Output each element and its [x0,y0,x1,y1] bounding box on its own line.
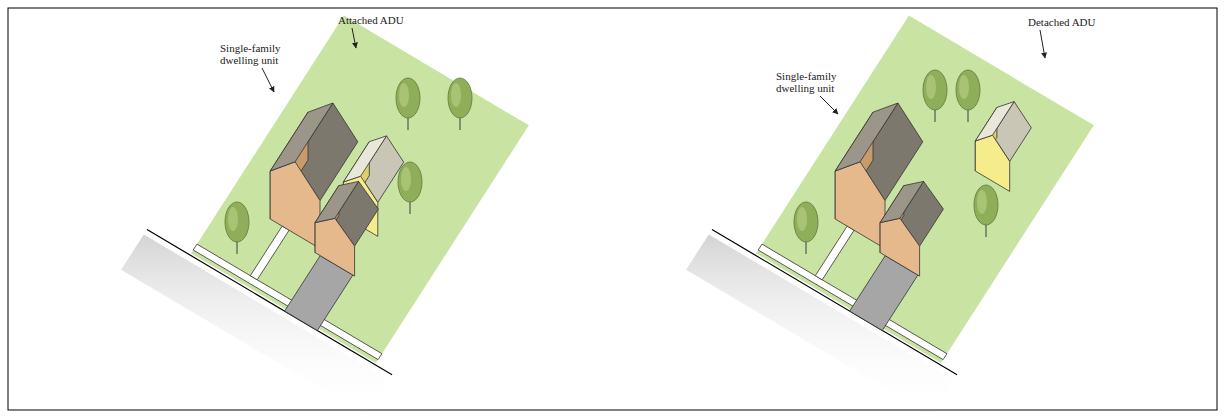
lot [756,16,1094,363]
front-wall [835,162,885,249]
tree [956,70,980,122]
attached-site [121,16,529,416]
callout-label: Single-family dwelling unit [776,70,856,94]
front-wall [880,218,920,276]
tree [448,78,472,130]
roof-slope [975,102,1014,141]
front-wall [975,135,1009,191]
front-wall [315,218,355,276]
walkway [250,226,289,280]
roof-slope [880,181,924,222]
callout-label: Detached ADU [1028,16,1118,28]
tree [398,162,422,214]
leader-arrow [262,68,274,92]
detached-site [686,16,1094,416]
tree [794,202,818,254]
callout-label: Single-family dwelling unit [220,42,300,66]
front-wall [270,162,320,249]
tree [923,70,947,122]
leader-arrow [1040,30,1045,58]
leader-arrow [352,28,356,48]
leader-arrow [820,96,838,114]
tree [974,185,998,237]
roof-slope [270,103,333,171]
frame [8,8,1217,410]
walkway [815,226,854,280]
roof-slope [835,103,898,171]
tree [225,202,249,254]
leader-lines [262,28,1045,114]
lot [191,16,529,363]
callout-label: Attached ADU [338,14,428,26]
roof-slope [315,181,359,222]
tree [396,78,420,130]
